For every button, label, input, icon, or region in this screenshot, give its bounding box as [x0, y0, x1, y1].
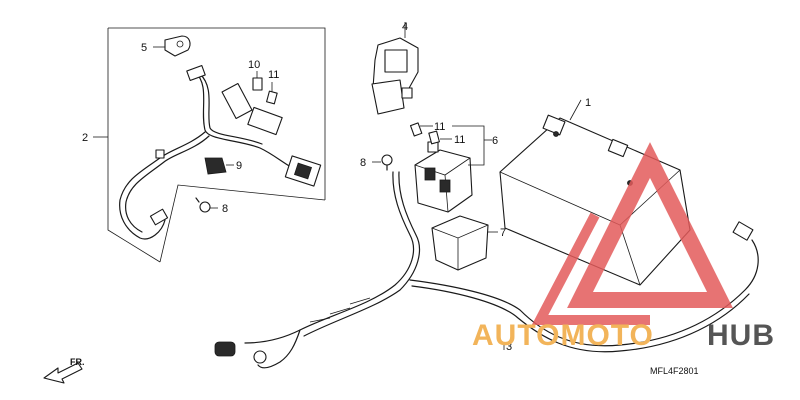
leader-lines	[153, 46, 505, 350]
callout-9: 9	[236, 160, 242, 172]
part-9-cover	[204, 157, 234, 175]
callout-8-lower: 8	[222, 203, 228, 215]
callout-4: 4	[402, 21, 408, 33]
part-7-relay-cover	[431, 215, 498, 271]
part-11-fuse-upper	[266, 82, 278, 105]
part-11-fuse-right	[428, 130, 452, 145]
part-11-fuse-mid	[409, 122, 433, 137]
front-arrow-label: FR.	[70, 357, 85, 367]
part-8-bolt-lower	[195, 197, 218, 213]
watermark-inner-stroke	[531, 212, 650, 325]
watermark-logo: AUTOMOTO HUB	[472, 142, 775, 352]
callout-7: 7	[500, 227, 506, 239]
part-5-clip	[164, 35, 191, 57]
callout-5: 5	[141, 42, 147, 54]
callout-2: 2	[82, 132, 88, 144]
front-arrow: FR.	[43, 357, 85, 384]
part-8-bolt-upper	[372, 154, 393, 171]
sub-harness	[119, 65, 322, 240]
callout-11-right: 11	[454, 134, 465, 146]
watermark-text-b: HUB	[707, 319, 775, 352]
callout-10: 10	[248, 59, 260, 71]
watermark-text-a: AUTOMOTO	[472, 319, 654, 352]
callout-11-upper: 11	[268, 69, 279, 81]
callout-1: 1	[585, 97, 591, 109]
watermark-triangle	[567, 142, 733, 308]
callout-8-upper: 8	[360, 157, 366, 169]
harness-group-bracket	[93, 27, 326, 263]
part-4-relay-block	[371, 22, 419, 115]
diagram-code: MFL4F2801	[650, 366, 699, 376]
part-10-fuse	[252, 71, 263, 91]
callout-11-mid: 11	[434, 121, 445, 133]
part-3-main-cable	[214, 171, 759, 369]
callout-3: 3	[506, 341, 512, 353]
callout-6: 6	[492, 135, 498, 147]
part-6-starter-relay	[414, 125, 492, 213]
